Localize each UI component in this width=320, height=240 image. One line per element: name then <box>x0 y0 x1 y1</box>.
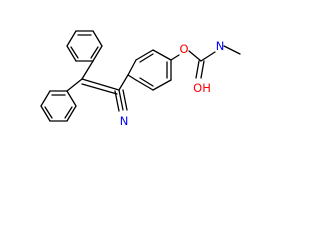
bond <box>64 106 73 119</box>
bond <box>66 30 77 47</box>
phenyl-ring-top <box>66 30 103 62</box>
bond <box>70 46 79 59</box>
bond <box>118 89 124 111</box>
nitrogen-label: N <box>216 39 225 53</box>
bond <box>81 60 94 80</box>
bond <box>66 90 77 107</box>
oxygen-label: O <box>179 42 188 56</box>
bond <box>135 79 154 91</box>
bond <box>152 49 172 61</box>
bond <box>135 49 154 61</box>
bond <box>44 106 53 119</box>
bond <box>66 105 77 122</box>
bond <box>200 60 205 79</box>
bond <box>114 90 120 112</box>
bond <box>200 51 216 62</box>
hydroxyl-label: OH <box>193 81 211 95</box>
nitrile-group <box>114 74 129 112</box>
bond <box>122 89 128 111</box>
bond <box>92 30 103 47</box>
bond <box>139 77 154 87</box>
bond <box>127 74 137 81</box>
bond <box>81 78 120 91</box>
bond <box>139 53 154 63</box>
bond <box>127 59 137 76</box>
bond <box>223 45 241 55</box>
bond <box>66 45 77 62</box>
bond <box>66 78 83 92</box>
bond <box>81 83 118 95</box>
bond <box>40 90 51 107</box>
phenyl-ring-para <box>127 49 172 91</box>
bond <box>90 46 99 59</box>
alkene-core <box>66 60 120 95</box>
phenyl-ring-left <box>40 90 77 122</box>
bond <box>195 60 200 79</box>
bond <box>170 54 180 61</box>
bond <box>92 45 103 62</box>
bond <box>152 79 172 91</box>
carbamate-group <box>170 45 241 79</box>
nitrile-nitrogen-label: N <box>120 114 129 128</box>
bond <box>118 74 129 91</box>
chemical-structure: O N OH N <box>40 30 241 128</box>
bond <box>40 105 51 122</box>
bond <box>188 50 202 62</box>
